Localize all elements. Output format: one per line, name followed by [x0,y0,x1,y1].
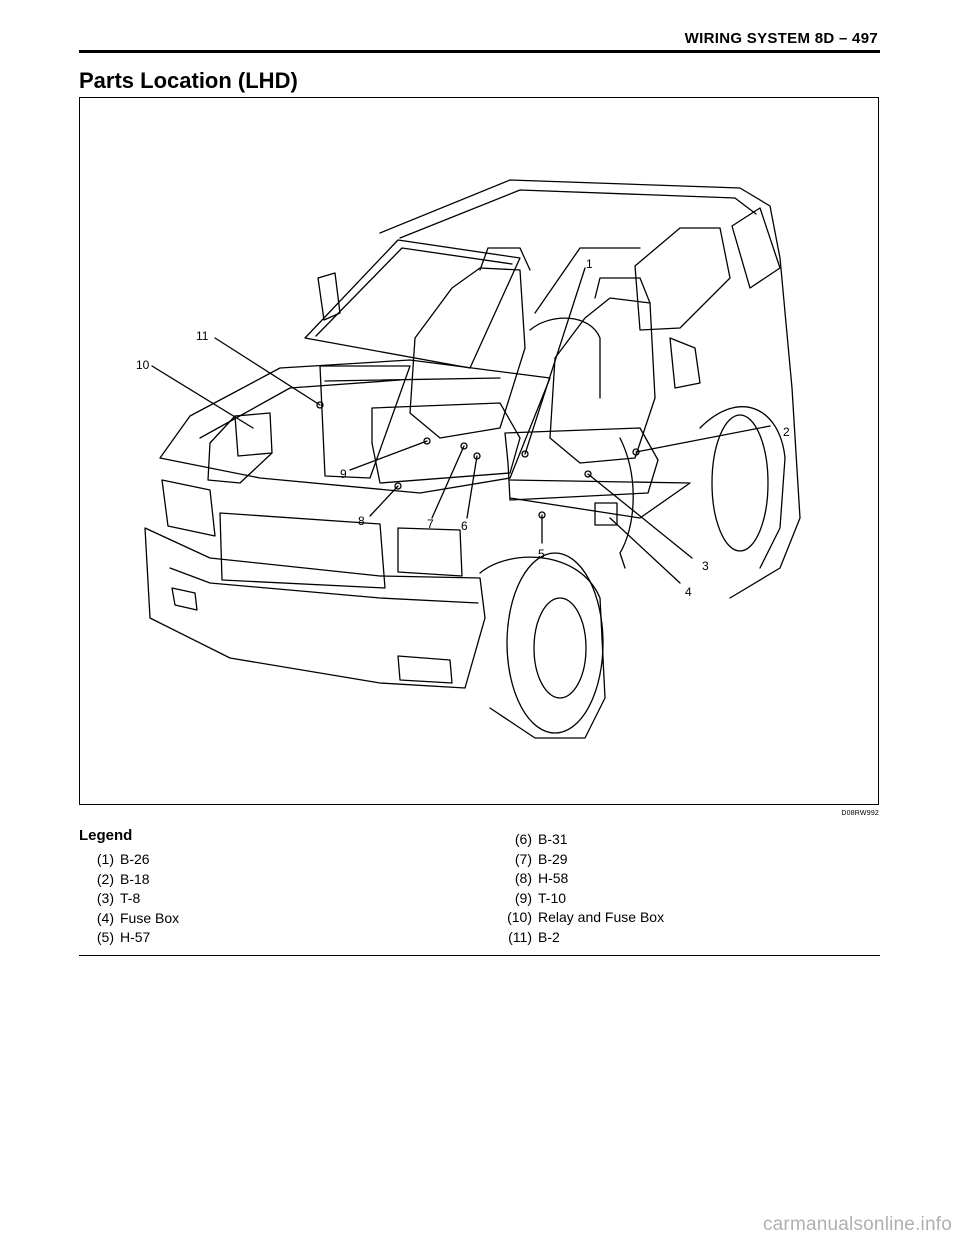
legend-item: (8)H-58 [514,870,569,886]
passenger-seat-cushion [504,427,659,501]
passenger-seat-back [549,297,656,464]
leader-6 [466,455,478,519]
callout-4: 4 [685,585,692,599]
rear-window-2 [731,207,781,289]
windshield [304,239,521,369]
connector-11 [316,401,324,409]
leader-9 [349,440,428,471]
connector-3 [584,470,592,478]
grille [219,512,386,589]
leader-2 [635,425,771,453]
callout-5: 5 [538,547,545,561]
rear-wheel [711,414,769,552]
leader-8 [369,485,399,517]
legend-item: (3)T-8 [96,890,141,906]
front-bumper [144,527,486,689]
legend-item: (4)Fuse Box [96,909,180,926]
legend-column-left: (1)B-26 (2)B-18 (3)T-8 (4)Fuse Box (5)H-… [90,849,179,947]
page-header-title: WIRING SYSTEM 8D – 497 [684,30,878,47]
connector-7 [460,442,468,450]
callout-11: 11 [196,329,209,343]
door-pillar [534,247,641,314]
section-title: Parts Location (LHD) [79,68,298,93]
leader-10 [151,365,254,429]
callout-6: 6 [461,519,468,533]
relay-fuse-box [207,412,273,484]
rear-window-1 [634,227,731,331]
callout-3: 3 [702,559,709,573]
driver-headrest [479,247,531,271]
watermark: carmanualsonline.info [762,1214,952,1235]
callout-7: 7 [427,517,434,531]
fog-light-right [397,655,453,684]
fuse-box [594,502,618,526]
header-rule [79,50,880,53]
leader-3 [587,473,693,559]
connector-1 [521,450,529,458]
callout-10: 10 [136,358,150,372]
driver-seat-back [409,267,526,439]
fog-light-left [171,587,198,611]
parts-location-figure: 1 2 3 4 5 6 7 8 9 10 11 [79,97,879,805]
leader-1 [524,267,586,455]
driver-seat-cushion [371,402,521,484]
legend-column-right: (6)B-31 (7)B-29 (8)H-58 (9)T-10 (10)Rela… [498,829,664,946]
legend-item: (10)Relay and Fuse Box [507,909,665,925]
leader-11 [214,337,321,406]
rear-seat [529,317,601,399]
leader-7 [431,445,465,519]
figure-code: D08RW992 [841,810,879,817]
floor-harness-right [509,479,691,519]
callout-2: 2 [783,425,790,439]
callout-9: 9 [340,467,347,481]
headlight-right [397,527,463,577]
legend-item: (11)B-2 [508,928,560,945]
connector-8 [394,482,402,490]
roof-inner [399,189,757,239]
front-wheel [506,552,604,734]
callout-1: 1 [586,257,593,271]
floor-harness [319,365,411,479]
passenger-headrest [594,277,651,304]
leader-4 [609,517,681,584]
front-wheel-arch [479,556,606,739]
vehicle-line-drawing: 1 2 3 4 5 6 7 8 9 10 11 [136,179,801,739]
legend-item: (9)T-10 [514,889,567,906]
bottom-rule [79,955,880,956]
legend-item: (6)B-31 [514,831,568,847]
roof-outline [379,179,801,599]
side-mirror [317,272,341,321]
legend-title: Legend [79,827,133,844]
legend-item: (5)H-57 [96,929,151,945]
rear-wheel-arch [699,406,786,569]
headlight-left [161,479,216,537]
connector-9 [423,437,431,445]
callout-8: 8 [358,514,365,528]
legend-item: (2)B-18 [96,870,150,887]
legend-item: (7)B-29 [514,850,568,867]
legend-item: (1)B-26 [96,851,150,867]
